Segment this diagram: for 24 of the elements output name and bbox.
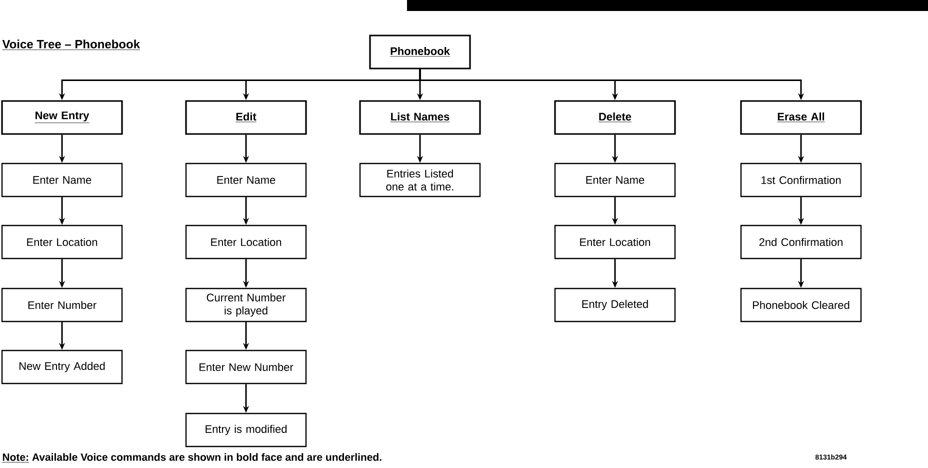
- step-box: Enter Number: [1, 288, 123, 322]
- command-box: Erase All: [740, 100, 862, 135]
- title: Voice Tree – Phonebook: [2, 40, 140, 50]
- command-box: New Entry: [1, 100, 123, 135]
- command-box: Edit: [185, 100, 307, 135]
- step-box: Enter New Number: [185, 350, 307, 384]
- step-box: 2nd Confirmation: [740, 224, 862, 260]
- step-box: 1st Confirmation: [740, 162, 862, 198]
- step-box: Current Number is played: [185, 288, 307, 322]
- step-box: Entry Deleted: [554, 288, 676, 322]
- command-box: Phonebook: [369, 34, 471, 70]
- step-box: Enter Name: [554, 162, 676, 198]
- step-box: Enter Name: [185, 162, 307, 198]
- step-box: Enter Location: [185, 224, 307, 260]
- step-box: Phonebook Cleared: [740, 288, 862, 322]
- command-box: Delete: [554, 100, 676, 135]
- note: Note: Available Voice commands are shown in bold face and are underlined.: [2, 453, 382, 462]
- step-box: Enter Name: [1, 162, 123, 198]
- step-box: Entry is modified: [185, 412, 307, 448]
- command-box: List Names: [359, 100, 481, 135]
- step-box: Entries Listed one at a time.: [359, 162, 481, 198]
- step-box: New Entry Added: [1, 350, 123, 384]
- step-box: Enter Location: [554, 224, 676, 260]
- step-box: Enter Location: [1, 224, 123, 260]
